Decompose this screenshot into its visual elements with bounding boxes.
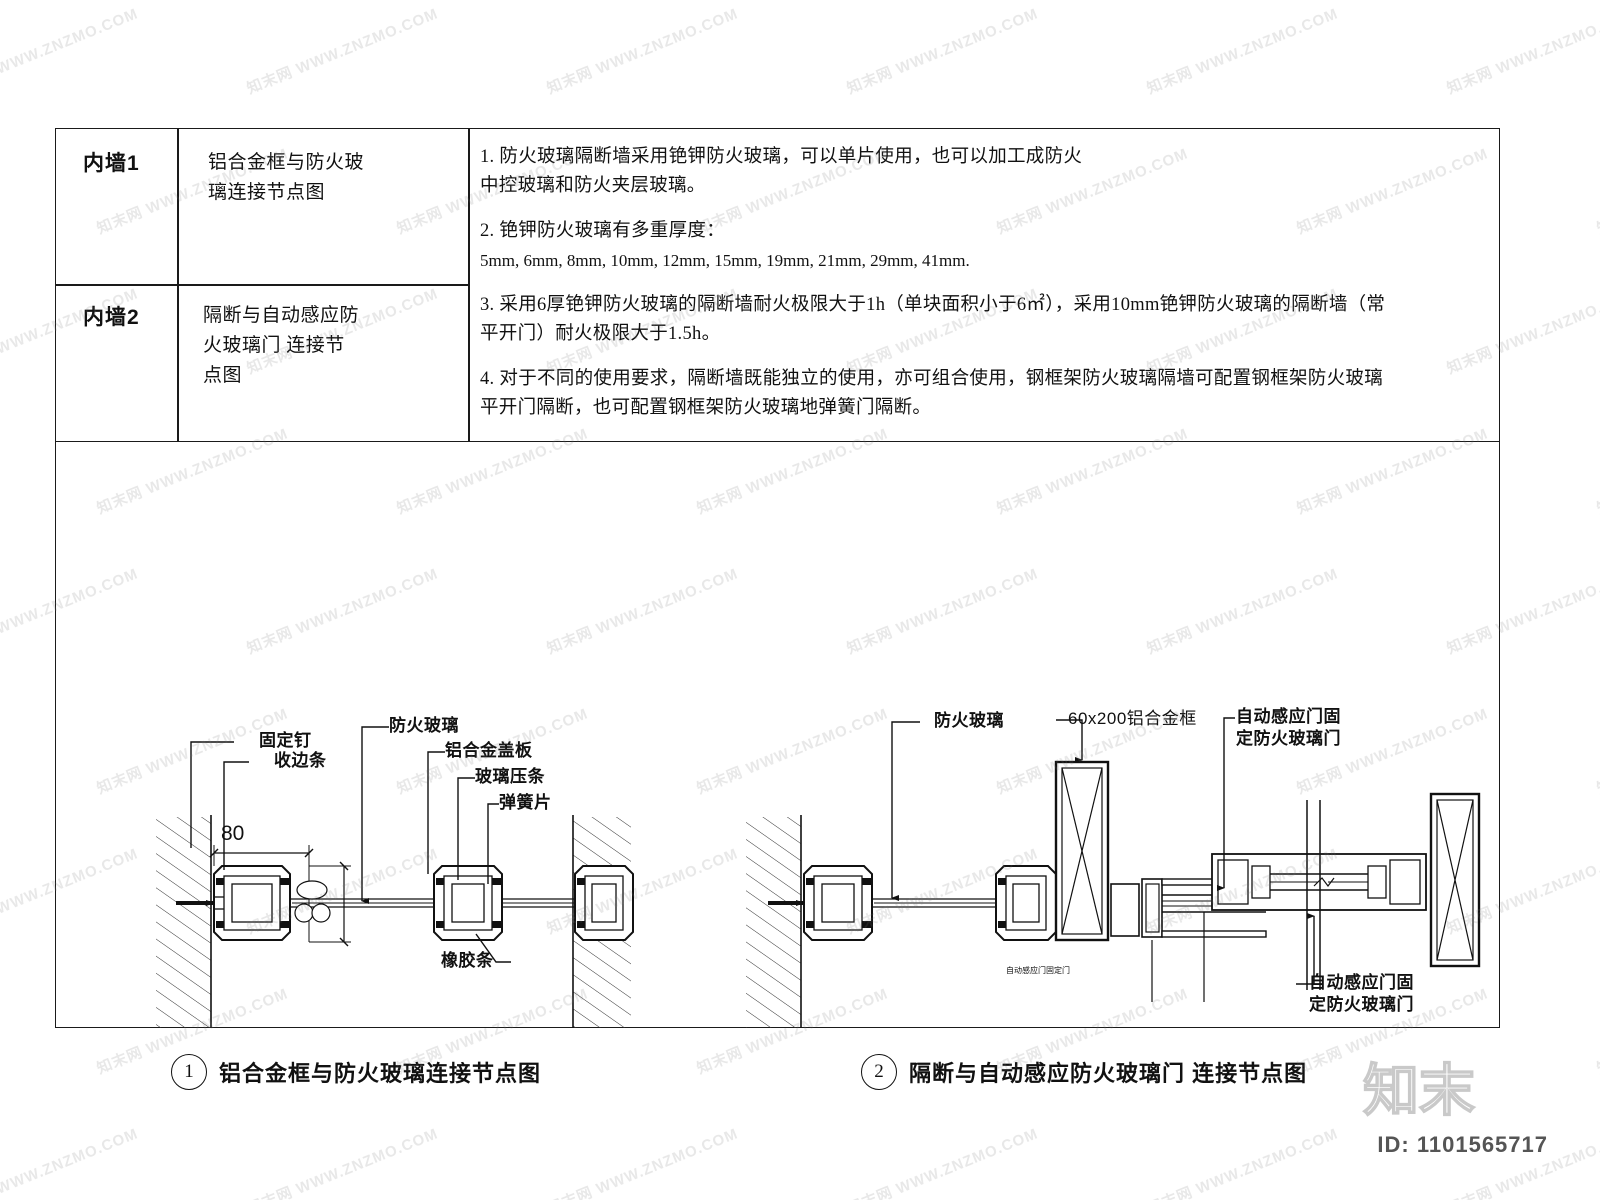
caption-1-number: 1 — [171, 1054, 207, 1090]
label-fire-glass-right: 防火玻璃 — [934, 711, 1004, 730]
brand-logo-svg: 知末 — [1362, 1058, 1476, 1123]
watermark-text: 知末网 WWW.ZNZMO.COM — [244, 5, 441, 98]
watermark-text: 知末网 WWW.ZNZMO.COM — [244, 1125, 441, 1200]
drawing-id-label: ID: 1101565717 — [1377, 1132, 1548, 1157]
detail2-fire-glass-panel — [872, 898, 1014, 908]
table-cell-title-1: 铝合金框与防火玻 璃连接节点图 — [208, 152, 365, 203]
caption-2-text: 隔断与自动感应防火玻璃门 连接节点图 — [909, 1061, 1308, 1086]
caption-2-number: 2 — [861, 1054, 897, 1090]
label-fixing-nail: 固定钉 — [259, 731, 312, 750]
left-wall-concrete — [156, 815, 212, 1028]
label-auto-door-fixed-top-line1: 自动感应门固 — [1236, 707, 1341, 726]
label-rubber-strip: 橡胶条 — [441, 951, 494, 970]
brand-logo: 知末 — [1334, 1058, 1504, 1123]
detail2-wall-concrete — [746, 815, 802, 1028]
alu-post-60x200 — [1054, 760, 1110, 942]
table-bottom-border — [56, 440, 1499, 442]
table-cell-code-1: 内墙1 — [83, 152, 140, 175]
table-cell-title-2: 隔断与自动感应防 火玻璃门 连接节 点图 — [203, 305, 360, 386]
watermark-text: 知末网 WWW.ZNZMO.COM — [1594, 425, 1600, 518]
watermark-text: 知末网 WWW.ZNZMO.COM — [1144, 1125, 1341, 1200]
caption-1-text: 铝合金框与防火玻璃连接节点图 — [219, 1061, 542, 1086]
detail-1-graphics — [156, 726, 634, 1028]
label-fire-glass-left: 防火玻璃 — [389, 716, 459, 735]
label-auto-door-fixed-bottom-line1: 自动感应门固 — [1309, 973, 1414, 992]
detail-2-leaders — [891, 717, 1315, 985]
note-2-line-2: 5mm, 6mm, 8mm, 10mm, 12mm, 15mm, 19mm, 2… — [480, 251, 970, 270]
label-spring-strip: 弹簧片 — [499, 793, 552, 812]
detail-1-leaders — [176, 726, 511, 963]
watermark-text: 知末网 WWW.ZNZMO.COM — [0, 5, 141, 97]
note-1-line-2: 中控玻璃和防火夹层玻璃。 — [480, 176, 706, 196]
watermark-text: 知末网 WWW.ZNZMO.COM — [1444, 5, 1600, 98]
notes-column: 1. 防火玻璃隔断墙采用铯钾防火玻璃，可以单片使用，也可以加工成防火 中控玻璃和… — [468, 129, 1499, 442]
label-alu-frame-60x200: 60x200铝合金框 — [1068, 709, 1197, 728]
watermark-text: 知末网 WWW.ZNZMO.COM — [544, 5, 741, 98]
caption-detail-1: 1 铝合金框与防火玻璃连接节点图 — [171, 1054, 541, 1090]
label-auto-door-fixed-top: 自动感应门固 定防火玻璃门 — [1236, 706, 1341, 750]
watermark-text: 知末网 WWW.ZNZMO.COM — [844, 5, 1041, 98]
label-glass-bead: 玻璃压条 — [475, 767, 545, 786]
watermark-text: 知末网 WWW.ZNZMO.COM — [1594, 985, 1600, 1078]
door-leaf-right — [1211, 853, 1427, 911]
note-3-line-1: 3. 采用6厚铯钾防火玻璃的隔断墙耐火极限大于1h（单块面积小于6㎡），采用10… — [480, 295, 1386, 315]
caption-detail-2: 2 隔断与自动感应防火玻璃门 连接节点图 — [861, 1054, 1307, 1090]
label-edge-trim: 收边条 — [274, 751, 327, 770]
detail2-mullion-profile — [995, 865, 1057, 941]
note-4-line-1: 4. 对于不同的使用要求，隔断墙既能独立的使用，亦可组合使用，钢框架防火玻璃隔墙… — [480, 369, 1384, 389]
watermark-text: 知末网 WWW.ZNZMO.COM — [1594, 145, 1600, 238]
details-svg — [156, 717, 1481, 1028]
label-auto-door-small-note: 自动感应门固定门 — [1006, 966, 1070, 975]
detail-2-graphics — [746, 717, 1481, 1028]
label-auto-door-fixed-bottom-line2: 定防火玻璃门 — [1309, 995, 1414, 1014]
label-auto-door-fixed-bottom: 自动感应门固 定防火玻璃门 — [1309, 972, 1414, 1016]
detail2-wall-alu-profile — [768, 865, 873, 941]
dimension-label-80: 80 — [221, 822, 245, 845]
note-1-line-1: 1. 防火玻璃隔断墙采用铯钾防火玻璃，可以单片使用，也可以加工成防火 — [480, 147, 1083, 167]
right-alu-profile — [574, 865, 634, 941]
fire-glass-panel-right — [502, 898, 575, 908]
detail2-guide-lines — [1151, 912, 1205, 1002]
label-alu-cover-plate: 铝合金盖板 — [445, 741, 533, 760]
note-2: 2. 铯钾防火玻璃有多重厚度： 5mm, 6mm, 8mm, 10mm, 12m… — [480, 217, 1485, 275]
right-end-post — [1429, 792, 1481, 968]
note-3: 3. 采用6厚铯钾防火玻璃的隔断墙耐火极限大于1h（单块面积小于6㎡），采用10… — [480, 291, 1485, 349]
watermark-text: 知末网 WWW.ZNZMO.COM — [1594, 705, 1600, 798]
left-alu-profile — [213, 865, 291, 941]
vertical-mullion — [1306, 800, 1321, 990]
note-2-line-1: 2. 铯钾防火玻璃有多重厚度： — [480, 221, 726, 241]
table-cell-code-2: 内墙2 — [83, 306, 140, 329]
watermark-text: 知末网 WWW.ZNZMO.COM — [1144, 5, 1341, 98]
spec-table: 内墙1 铝合金框与防火玻 璃连接节点图 内墙2 隔断与自动感应防 火玻璃门 连接… — [56, 129, 1499, 442]
watermark-text: 知末网 WWW.ZNZMO.COM — [544, 1125, 741, 1200]
table-row-divider-1 — [56, 284, 468, 286]
note-3-line-2: 平开门）耐火极限大于1.5h。 — [480, 324, 721, 344]
brand-logo-text: 知末 — [1363, 1060, 1475, 1122]
drawing-sheet: 内墙1 铝合金框与防火玻 璃连接节点图 内墙2 隔断与自动感应防 火玻璃门 连接… — [55, 128, 1500, 1090]
detail-drawings-area: 固定钉 收边条 防火玻璃 铝合金盖板 玻璃压条 弹簧片 橡胶条 80 防火玻璃 … — [56, 442, 1499, 1090]
note-4-line-2: 平开门隔断，也可配置钢框架防火玻璃地弹簧门隔断。 — [480, 398, 932, 418]
label-auto-door-fixed-top-line2: 定防火玻璃门 — [1236, 729, 1341, 748]
watermark-text: 知末网 WWW.ZNZMO.COM — [0, 1125, 141, 1200]
table-col-divider-2 — [468, 129, 470, 442]
dimension-vertical — [294, 861, 351, 947]
center-alu-profile — [433, 865, 503, 941]
table-col-divider-1 — [177, 129, 179, 442]
note-4: 4. 对于不同的使用要求，隔断墙既能独立的使用，亦可组合使用，钢框架防火玻璃隔墙… — [480, 365, 1485, 423]
watermark-text: 知末网 WWW.ZNZMO.COM — [844, 1125, 1041, 1200]
note-1: 1. 防火玻璃隔断墙采用铯钾防火玻璃，可以单片使用，也可以加工成防火 中控玻璃和… — [480, 143, 1485, 201]
